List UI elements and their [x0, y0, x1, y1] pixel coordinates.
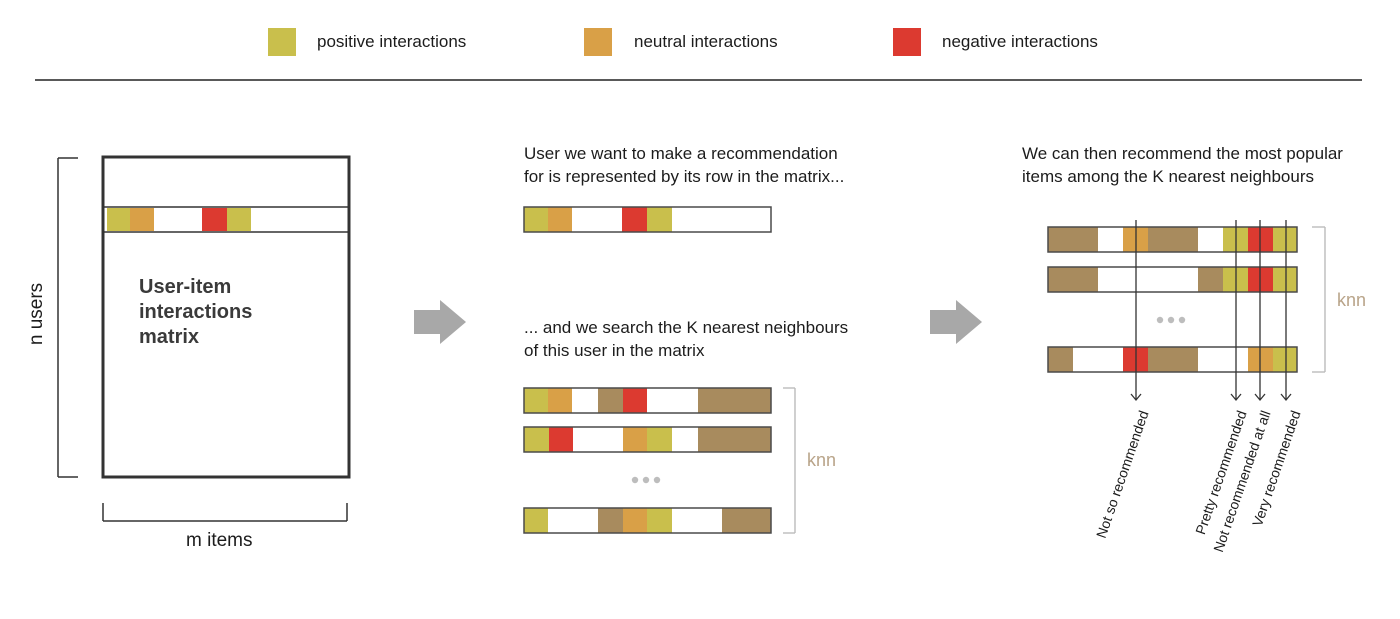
neighbour-row-cell-neutral: [623, 427, 647, 452]
legend-positive-swatch: [268, 28, 296, 56]
cols-label: m items: [186, 530, 253, 551]
step1-text-line: for is represented by its row in the mat…: [524, 167, 845, 186]
neighbour-row-cell-positive: [647, 508, 672, 533]
neighbour-row: [1047, 266, 1298, 293]
step2-text: ... and we search the K nearest neighbou…: [524, 316, 848, 362]
rows-label: n users: [26, 282, 47, 346]
matrix-title-line: matrix: [139, 326, 200, 348]
ellipsis-dot: [653, 476, 661, 484]
neighbour-row-cell-item: [598, 508, 623, 533]
ellipsis-dot: [642, 476, 650, 484]
neighbour-row: [1047, 226, 1298, 253]
step2-text-line: ... and we search the K nearest neighbou…: [524, 318, 849, 337]
matrix-title-line: interactions: [139, 301, 253, 323]
ellipsis-dot: [1178, 316, 1186, 324]
legend-neutral-label: neutral interactions: [634, 32, 778, 51]
ellipsis-dot: [631, 476, 639, 484]
matrix-user-cell-neutral: [130, 208, 154, 231]
neighbour-row-cell-item: [1198, 267, 1223, 292]
legend-negative-label: negative interactions: [942, 32, 1098, 51]
neighbour-row: [523, 387, 772, 414]
user-row-cell-neutral: [548, 207, 572, 232]
step3-text-line: We can then recommend the most popular: [1022, 144, 1343, 163]
matrix-user-cell-negative: [202, 208, 227, 231]
neighbour-row: [523, 426, 772, 453]
neighbour-row-cell-item: [1048, 227, 1073, 252]
step3-knn-label: knn: [1337, 290, 1367, 310]
neighbour-row-cell-item: [1048, 347, 1073, 372]
neighbour-row-cell-item: [722, 508, 771, 533]
user-row: [523, 206, 772, 233]
neighbour-row-cell-item: [1073, 227, 1098, 252]
neighbour-row-cell-item: [1148, 347, 1198, 372]
neighbour-row-cell-negative: [623, 388, 647, 413]
step3-text-line: items among the K nearest neighbours: [1022, 167, 1315, 186]
matrix-user-cell-positive: [227, 208, 251, 231]
neighbour-row-cell-positive: [647, 427, 672, 452]
step2-text-line: of this user in the matrix: [524, 341, 705, 360]
step1-text-line: User we want to make a recommendation: [524, 144, 838, 163]
neighbour-row-cell-item: [1148, 227, 1198, 252]
outcome-arrow-head: [1230, 393, 1242, 402]
neighbour-row-cell-positive: [1273, 267, 1297, 292]
ellipsis-dot: [1156, 316, 1164, 324]
ellipsis-dot: [1167, 316, 1175, 324]
neighbour-row-cell-positive: [524, 388, 548, 413]
arrow-step-2: [930, 300, 982, 344]
outcome-arrow-head: [1130, 393, 1142, 402]
neighbour-row-cell-negative: [549, 427, 573, 452]
matrix-user-cell-positive: [107, 208, 130, 231]
step1-text: User we want to make a recommendation fo…: [524, 142, 844, 188]
matrix-title: User-item interactions matrix: [139, 275, 252, 350]
neighbour-row: [523, 507, 772, 534]
user-row-cell-positive: [524, 207, 548, 232]
arrow-step-1: [414, 300, 466, 344]
neighbour-row-cell-item: [746, 388, 771, 413]
neighbour-row-cell-item: [722, 388, 746, 413]
neighbour-row-cell-item: [598, 388, 623, 413]
matrix-title-line: User-item: [139, 276, 232, 298]
neighbour-row-cell-neutral: [548, 388, 572, 413]
user-row-cell-positive: [647, 207, 672, 232]
neighbour-row: [1047, 346, 1298, 373]
outcome-arrow-head: [1254, 393, 1266, 402]
neighbour-row-cell-neutral: [623, 508, 647, 533]
neighbour-row-cell-item: [1048, 267, 1098, 292]
user-row-cell-negative: [622, 207, 647, 232]
neighbour-row-cell-item: [698, 388, 722, 413]
step3-text: We can then recommend the most popular i…: [1022, 142, 1343, 188]
legend-neutral-swatch: [584, 28, 612, 56]
neighbour-row-cell-positive: [1273, 227, 1297, 252]
neighbour-row-cell-positive: [524, 508, 548, 533]
neighbour-row-cell-positive: [1273, 347, 1297, 372]
legend-negative-swatch: [893, 28, 921, 56]
legend-positive-label: positive interactions: [317, 32, 467, 51]
step2-knn-label: knn: [807, 450, 837, 470]
neighbour-row-cell-positive: [524, 427, 549, 452]
neighbour-row-cell-item: [698, 427, 771, 452]
outcome-arrow-head: [1280, 393, 1292, 402]
